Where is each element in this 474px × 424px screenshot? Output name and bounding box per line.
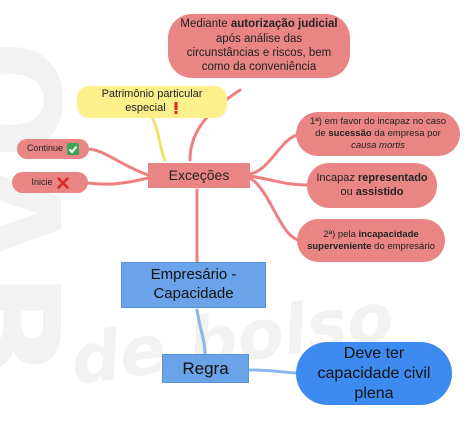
link-inicie <box>86 176 150 186</box>
link-n2 <box>248 176 300 242</box>
node-incapacidade-superveniente: 2ª) pela incapacidade superveniente do e… <box>297 219 445 262</box>
node-continue: Continue <box>17 139 89 159</box>
exclamation-icon <box>174 102 178 115</box>
link-patrimonio <box>151 117 167 162</box>
link-continue <box>86 147 150 177</box>
link-n1 <box>248 133 299 176</box>
node-autorizacao-judicial: Mediante autorização judicial após análi… <box>168 14 350 78</box>
check-icon <box>67 143 80 155</box>
link-deve <box>248 368 298 375</box>
node-capacidade-civil-plena: Deve ter capacidade civil plena <box>296 342 452 405</box>
link-top <box>188 88 242 162</box>
node-patrimonio-especial: Patrimônio particular especial <box>77 86 227 118</box>
node-sucessao: 1ª) em favor do incapaz no caso de suces… <box>296 112 460 156</box>
node-excecoes: Exceções <box>148 163 250 188</box>
node-inicie: Inicie <box>12 172 88 193</box>
link-regra <box>195 308 207 356</box>
node-regra: Regra <box>162 354 249 383</box>
link-incapaz <box>248 174 309 187</box>
cross-icon <box>56 176 69 189</box>
node-empresario-capacidade: Empresário - Capacidade <box>121 262 266 308</box>
node-incapaz: Incapaz representado ou assistido <box>307 163 437 208</box>
